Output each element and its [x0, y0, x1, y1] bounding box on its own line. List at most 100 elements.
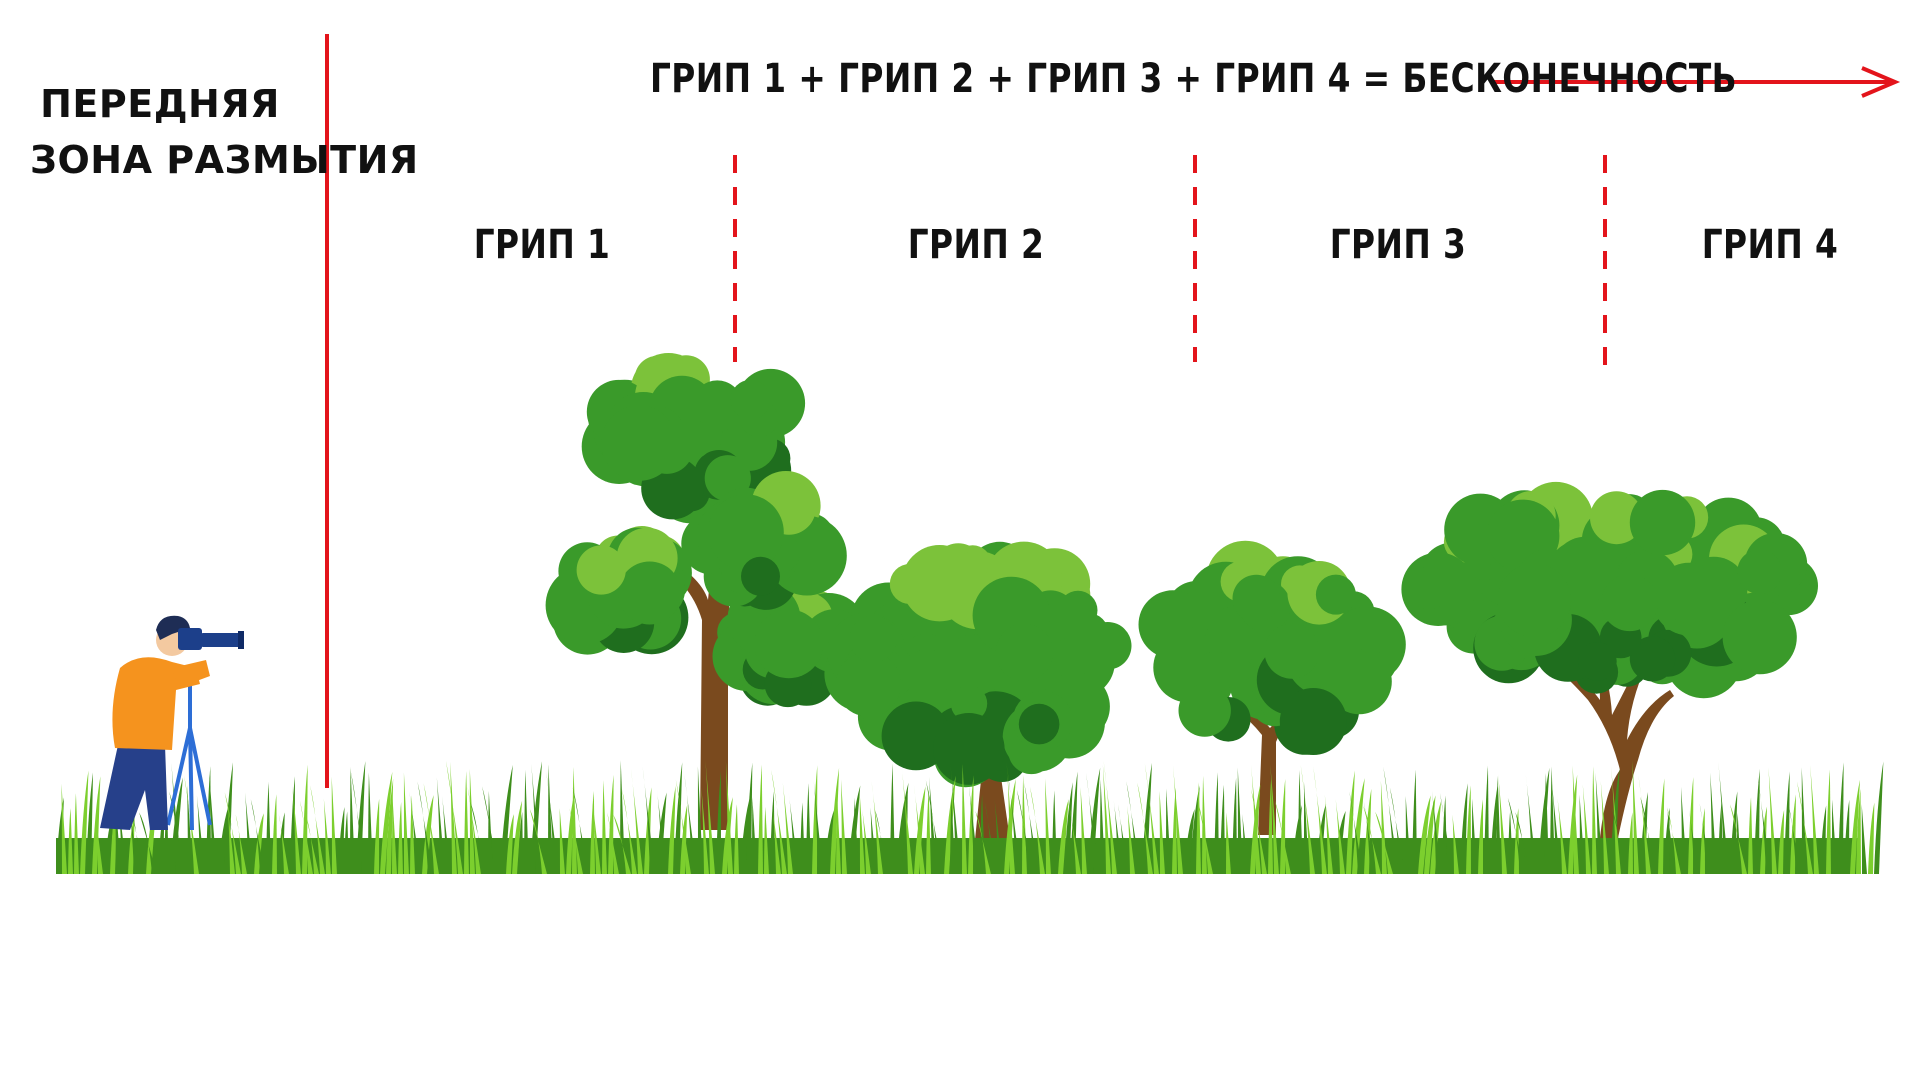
- grass-blade: [1324, 794, 1333, 874]
- foliage-blob: [764, 618, 801, 656]
- grass-blade: [1102, 764, 1111, 874]
- grass-blade: [788, 791, 799, 874]
- grass-blade: [1268, 777, 1273, 874]
- grass-blade: [442, 796, 451, 874]
- grass-blade: [613, 814, 631, 874]
- grass-blade: [1418, 795, 1431, 874]
- grass-blade: [1667, 806, 1675, 874]
- grass-blade: [871, 780, 883, 874]
- grass-blade: [423, 783, 439, 874]
- tripod: [166, 680, 212, 831]
- grass-blade: [272, 794, 277, 874]
- grass-blade: [830, 768, 840, 874]
- grass-blade: [374, 798, 380, 874]
- grass-blade: [1856, 788, 1861, 874]
- grass-blade: [1592, 766, 1597, 874]
- tree-2-round: [824, 541, 1132, 840]
- foliage-blob: [1722, 600, 1797, 675]
- grass-blade: [356, 761, 366, 874]
- foliage-blob: [1601, 574, 1659, 632]
- grass-blade: [1142, 762, 1152, 874]
- grass-blade: [450, 761, 457, 874]
- grass-blade: [758, 764, 763, 874]
- grass-blade: [227, 803, 235, 874]
- grass-blade: [1861, 803, 1867, 874]
- grass-strip: [56, 760, 1884, 874]
- infinity-arrow: [1490, 66, 1901, 98]
- grass-blade: [392, 796, 397, 874]
- grass-blade: [1251, 789, 1267, 874]
- foliage-blob: [640, 420, 694, 474]
- grass-blade: [278, 812, 285, 874]
- grass-blade: [344, 811, 349, 874]
- grass-blade: [591, 796, 601, 874]
- grass-blade: [656, 788, 667, 874]
- grass-blade: [1787, 800, 1801, 874]
- grass-blade: [725, 760, 733, 874]
- grass-blade: [1226, 812, 1231, 874]
- grass-blade: [1688, 810, 1699, 874]
- foliage-blob: [707, 494, 784, 571]
- grass-blade: [771, 769, 787, 874]
- tree-4-wide: [1401, 481, 1818, 838]
- grass-blade: [1664, 807, 1670, 874]
- foliage-blob: [904, 649, 950, 696]
- grass-blade: [68, 808, 73, 874]
- grass-blade: [95, 813, 103, 874]
- foliage-blob: [1552, 536, 1618, 603]
- grass-blade: [770, 791, 775, 874]
- grass-blade: [984, 801, 997, 874]
- grass-blade: [1550, 766, 1555, 874]
- grass-blade: [684, 774, 697, 874]
- dof-zone-3-label: ГРИП 3: [1329, 222, 1467, 268]
- grass-blade: [1237, 767, 1243, 874]
- dof-zone-2-label: ГРИП 2: [907, 222, 1045, 268]
- foliage-blob: [1279, 688, 1347, 755]
- grass-blade: [1514, 808, 1519, 874]
- foliage-blob: [1195, 651, 1236, 693]
- grass-blade: [92, 776, 101, 874]
- grass-blade: [1172, 787, 1177, 874]
- grass-blade: [1067, 799, 1081, 874]
- grass-blade: [1363, 801, 1375, 874]
- grass-blade: [1300, 764, 1315, 874]
- grass-blade: [1466, 785, 1471, 874]
- grass-blade: [1681, 786, 1687, 874]
- grass-blade: [1778, 809, 1785, 874]
- grass-blade: [950, 763, 961, 874]
- foliage-blob: [1629, 489, 1696, 556]
- grass-blade: [1579, 794, 1585, 874]
- grass-blade: [1838, 762, 1844, 874]
- foliage-blob: [942, 634, 1005, 697]
- grass-blade: [1432, 790, 1441, 874]
- grass-blade: [1058, 799, 1069, 874]
- grass-blade: [1380, 780, 1387, 874]
- grass-blade: [266, 782, 271, 874]
- grass-blade: [1515, 812, 1531, 874]
- grass-blade: [1556, 790, 1567, 874]
- grass-blade: [506, 814, 514, 874]
- grass-blade: [61, 783, 67, 874]
- grass-blade: [890, 763, 895, 874]
- grass-blade: [1172, 765, 1183, 874]
- grass-blade: [1304, 782, 1309, 874]
- grass-blade: [224, 792, 241, 874]
- grass-blade: [781, 772, 793, 874]
- grass-blade: [1551, 779, 1561, 874]
- grass-blade: [722, 797, 733, 874]
- tree-3-small: [1138, 540, 1406, 835]
- grass-blade: [1754, 768, 1760, 874]
- grass-blade: [1016, 789, 1033, 874]
- dof-zone-1-label: ГРИП 1: [473, 222, 611, 268]
- camera-lens: [200, 633, 244, 647]
- grass-blade: [398, 801, 403, 874]
- grass-blade: [546, 771, 559, 874]
- grass-blade: [331, 776, 337, 874]
- grass-blade: [734, 804, 739, 874]
- grass-blade: [1166, 788, 1171, 874]
- foliage-blob: [741, 556, 780, 596]
- grass-blade: [350, 767, 355, 874]
- grass-blade: [621, 788, 637, 874]
